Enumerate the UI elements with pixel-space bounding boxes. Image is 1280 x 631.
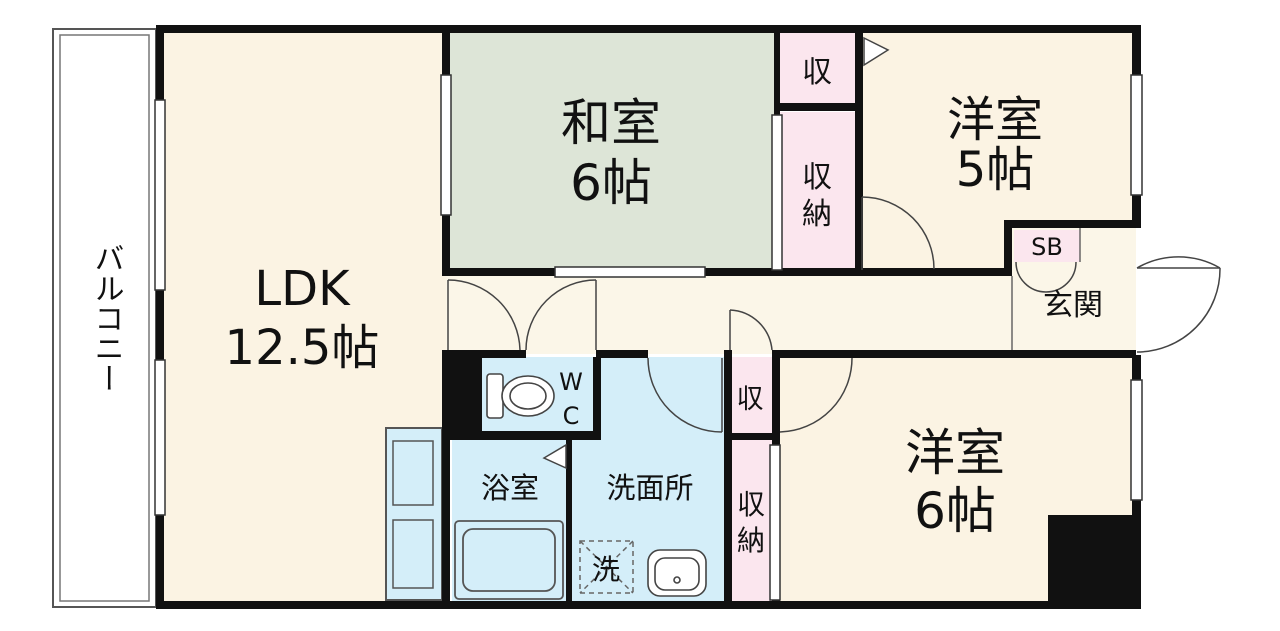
youshitsu-north-size-label: 5帖 bbox=[956, 142, 1035, 198]
storage-mid-long bbox=[728, 440, 772, 605]
wash-basin bbox=[647, 549, 707, 597]
door-swings bbox=[447, 36, 1221, 470]
toilet-label-w: W bbox=[559, 368, 583, 396]
youshitsu-north-name-label: 洋室 bbox=[947, 92, 1043, 148]
storage-top-small bbox=[780, 33, 856, 105]
ldk-size-label: 12.5帖 bbox=[225, 320, 380, 376]
youshitsu-south-name-label: 洋室 bbox=[905, 424, 1005, 482]
storage-mid-long-label-1: 収 bbox=[737, 488, 765, 521]
youshitsu-south-size-label: 6帖 bbox=[914, 482, 996, 540]
storage-mid-small-label: 収 bbox=[737, 384, 764, 415]
shoe-box-floor bbox=[1014, 230, 1080, 262]
balcony-area bbox=[52, 28, 157, 608]
storage-top-long-label-2: 納 bbox=[802, 197, 832, 232]
shoe-box-label: SB bbox=[1031, 233, 1063, 261]
toilet-fixture bbox=[486, 373, 555, 419]
storage-top-long bbox=[780, 112, 856, 270]
washroom-label: 洗面所 bbox=[606, 471, 693, 505]
toilet-label-c: C bbox=[563, 402, 580, 430]
washitsu-floor bbox=[450, 33, 774, 271]
kitchen-stove bbox=[392, 519, 434, 589]
outer-walls bbox=[156, 25, 1141, 609]
washer-label: 洗 bbox=[592, 553, 620, 586]
bathtub bbox=[454, 520, 564, 600]
storage-mid-long-label-2: 納 bbox=[737, 524, 765, 557]
washitsu-name-label: 和室 bbox=[561, 94, 661, 152]
ldk-name-label: LDK bbox=[254, 261, 351, 317]
windows bbox=[154, 74, 1143, 601]
washitsu-size-label: 6帖 bbox=[570, 154, 652, 212]
bath-label: 浴室 bbox=[481, 471, 539, 505]
storage-mid-small bbox=[728, 357, 772, 435]
storage-top-small-label: 収 bbox=[802, 55, 832, 90]
washer-space bbox=[579, 540, 634, 594]
balcony-label: バルコニー bbox=[89, 243, 124, 393]
entrance-label: 玄関 bbox=[1043, 288, 1103, 323]
kitchen-sink bbox=[392, 440, 434, 506]
balcony-rail bbox=[59, 34, 150, 602]
storage-top-long-label-1: 収 bbox=[802, 160, 832, 195]
